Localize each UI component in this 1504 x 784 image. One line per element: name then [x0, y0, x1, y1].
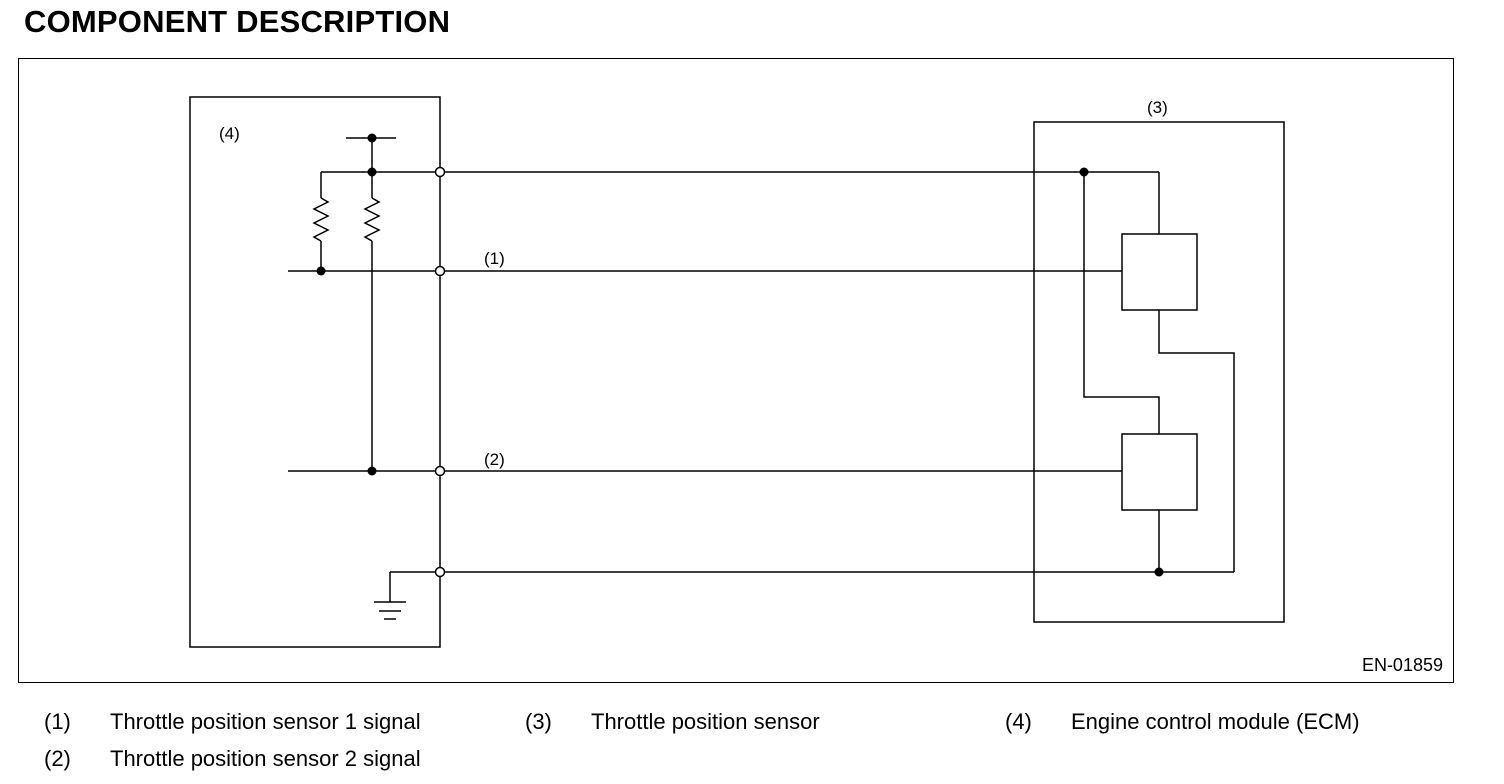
legend-text: Throttle position sensor 2 signal [110, 746, 421, 771]
legend-text: Engine control module (ECM) [1071, 709, 1360, 734]
terminal-signal-2 [434, 465, 446, 477]
ecm-box [189, 96, 441, 648]
label-ecm: (4) [219, 124, 240, 143]
legend-number: (4) [1005, 709, 1032, 734]
terminal-ground [434, 566, 446, 578]
resistor-1 [312, 197, 330, 242]
figure-code: EN-01859 [1361, 655, 1443, 675]
terminal-signal-1 [434, 265, 446, 277]
diagram-frame: EN-01859 [18, 58, 1454, 683]
legend-number: (3) [525, 709, 552, 734]
sensor-box [1033, 121, 1285, 623]
label-signal-1: (1) [484, 249, 505, 268]
sensor-element-1 [1121, 233, 1198, 311]
page-title: COMPONENT DESCRIPTION [24, 4, 451, 39]
resistor-2 [363, 197, 381, 242]
legend-number: (2) [44, 746, 71, 771]
terminal-power [434, 166, 446, 178]
label-signal-2: (2) [484, 450, 505, 469]
legend-number: (1) [44, 709, 71, 734]
label-sensor: (3) [1147, 98, 1168, 117]
legend-text: Throttle position sensor 1 signal [110, 709, 421, 734]
legend-text: Throttle position sensor [591, 709, 820, 734]
sensor-element-2 [1121, 433, 1198, 511]
